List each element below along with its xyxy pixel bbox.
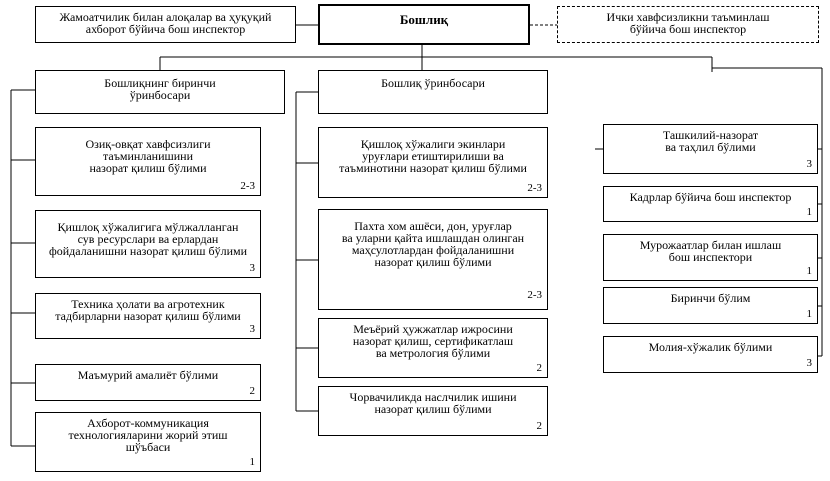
col1-item-1-code: 2-3 [240, 180, 255, 192]
top-right-box: Ички хавфсизликни таъминлаш бўйича бош и… [557, 6, 819, 43]
col3-item-4-label: Биринчи бўлим [670, 291, 751, 305]
col3-item-2-label: Кадрлар бўйича бош инспектор [629, 190, 792, 204]
col1-item-2: Қишлоқ хўжалигига мўлжалланган сув ресур… [35, 210, 261, 278]
col2-item-4: Чорвачиликда наслчилик ишини назорат қил… [318, 386, 548, 436]
col2-item-4-label: Чорвачиликда наслчилик ишини назорат қил… [349, 390, 517, 416]
col1-item-4: Маъмурий амалиёт бўлими 2 [35, 364, 261, 401]
col2-item-3: Меъёрий ҳужжатлар ижросини назорат қилиш… [318, 318, 548, 378]
head-title: Бошлиқ [399, 12, 449, 27]
col2-item-4-code: 2 [536, 420, 543, 432]
col3-item-2: Кадрлар бўйича бош инспектор 1 [603, 186, 818, 222]
col3-item-3: Мурожаатлар билан ишлаш бош инспектори 1 [603, 234, 818, 281]
col2-item-1-code: 2-3 [527, 182, 542, 194]
col2-header-box: Бошлиқ ўринбосари [318, 70, 548, 114]
col1-item-3: Техника ҳолати ва агротехник тадбирларни… [35, 293, 261, 339]
col3-item-1-label: Ташкилий-назорат ва таҳлил бўлими [662, 128, 759, 154]
head-box: Бошлиқ [318, 4, 530, 45]
col1-item-4-label: Маъмурий амалиёт бўлими [77, 368, 219, 382]
col2-item-3-label: Меъёрий ҳужжатлар ижросини назорат қилиш… [352, 322, 514, 360]
top-left-label: Жамоатчилик билан алоқалар ва ҳуқуқий ах… [59, 10, 272, 36]
col1-item-4-code: 2 [249, 385, 256, 397]
col1-item-2-code: 3 [249, 262, 256, 274]
col2-item-1-label: Қишлоқ хўжалиги экинлари уруғлари етишти… [339, 137, 527, 175]
col2-item-2: Пахта хом ашёси, дон, уруғлар ва уларни … [318, 209, 548, 310]
col3-item-5-code: 3 [806, 357, 813, 369]
col1-item-3-label: Техника ҳолати ва агротехник тадбирларни… [55, 297, 241, 323]
col1-item-3-code: 3 [249, 323, 256, 335]
col1-item-1-label: Озиқ-овқат хавфсизлиги таъминланишини на… [85, 137, 211, 175]
col1-item-1: Озиқ-овқат хавфсизлиги таъминланишини на… [35, 127, 261, 196]
col3-item-2-code: 1 [806, 206, 813, 218]
col1-item-2-label: Қишлоқ хўжалигига мўлжалланган сув ресур… [48, 220, 248, 258]
col3-item-3-code: 1 [806, 265, 813, 277]
col3-item-5-label: Молия-хўжалик бўлими [648, 340, 773, 354]
col3-item-3-label: Мурожаатлар билан ишлаш бош инспектори [639, 238, 782, 264]
col1-item-5-label: Ахборот-коммуникация технологияларини жо… [68, 416, 228, 454]
top-right-label: Ички хавфсизликни таъминлаш бўйича бош и… [606, 10, 770, 36]
col1-header-label: Бошлиқнинг биринчи ўринбосари [104, 76, 216, 102]
col3-item-5: Молия-хўжалик бўлими 3 [603, 336, 818, 373]
col3-item-4-code: 1 [806, 308, 813, 320]
col2-header-label: Бошлиқ ўринбосари [381, 76, 485, 90]
col3-item-4: Биринчи бўлим 1 [603, 287, 818, 324]
col2-item-3-code: 2 [536, 362, 543, 374]
col1-item-5-code: 1 [249, 456, 256, 468]
col2-item-1: Қишлоқ хўжалиги экинлари уруғлари етишти… [318, 127, 548, 198]
col1-item-5: Ахборот-коммуникация технологияларини жо… [35, 412, 261, 472]
top-left-box: Жамоатчилик билан алоқалар ва ҳуқуқий ах… [35, 6, 296, 43]
col3-item-1: Ташкилий-назорат ва таҳлил бўлими 3 [603, 124, 818, 174]
col3-item-1-code: 3 [806, 158, 813, 170]
col1-header-box: Бошлиқнинг биринчи ўринбосари [35, 70, 285, 114]
col2-item-2-code: 2-3 [527, 289, 542, 301]
col2-item-2-label: Пахта хом ашёси, дон, уруғлар ва уларни … [341, 219, 525, 269]
